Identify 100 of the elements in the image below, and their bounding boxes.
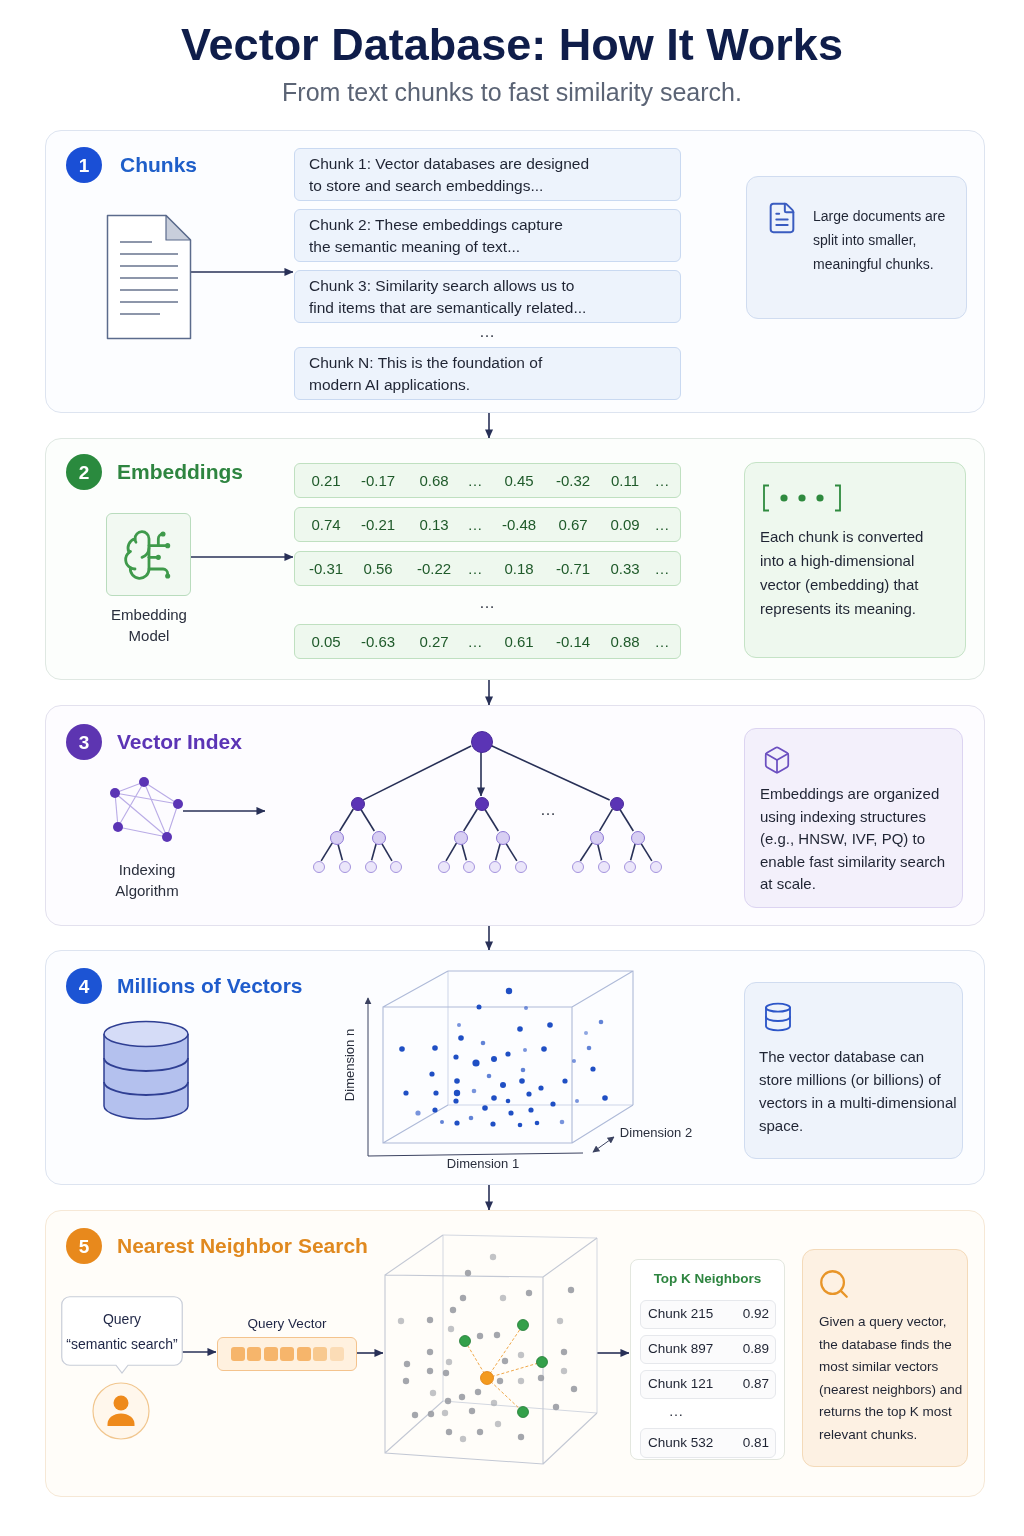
- speech-bubble: [61, 1296, 183, 1374]
- section-panel: [45, 1210, 985, 1497]
- connector-line: [618, 808, 635, 832]
- ellipsis: …: [479, 324, 495, 340]
- vector-value: …: [467, 631, 483, 652]
- vector-value: 0.09: [610, 514, 640, 535]
- result-row: [640, 1428, 776, 1458]
- tree-node: [372, 831, 386, 845]
- section-heading: Vector Index: [117, 729, 242, 755]
- ellipsis: …: [668, 1402, 684, 1418]
- tree-node: [515, 861, 527, 873]
- axis-label: Dimension n: [342, 1028, 356, 1102]
- info-text: Given a query vector, the database finds the most similar vectors (nearest neighbors) and returns the top K most relevant chunks.: [819, 1313, 963, 1444]
- node-label: Indexing Algorithm: [114, 860, 180, 901]
- connector-line: [338, 808, 355, 832]
- tree-node: [475, 797, 489, 811]
- vector-value: …: [467, 470, 483, 491]
- tree-node: [438, 861, 450, 873]
- tree-node: [339, 861, 351, 873]
- node-label: Embedding Model: [110, 605, 188, 646]
- tree-node: [365, 861, 377, 873]
- vector-value: 0.27: [419, 631, 449, 652]
- step-badge: 4: [66, 968, 102, 1004]
- info-text: Each chunk is converted into a high-dimensional vector (embedding) that represents its meaning.: [760, 527, 925, 619]
- chunk-card: Chunk N: This is the foundation of modern AI applications.: [294, 347, 681, 400]
- result-row: [640, 1300, 776, 1329]
- vector-value: 0.05: [311, 631, 341, 652]
- similarity-score: 0.87: [742, 1375, 769, 1394]
- section-heading: Millions of Vectors: [117, 973, 303, 999]
- vector-value: 0.61: [504, 631, 534, 652]
- subtitle: From text chunks to fast similarity search.: [282, 79, 742, 105]
- similarity-score: 0.92: [742, 1305, 769, 1324]
- vector-value: -0.22: [416, 558, 452, 579]
- vector-value: 0.56: [363, 558, 393, 579]
- vector-value: -0.32: [555, 470, 591, 491]
- arrow: [596, 1348, 630, 1358]
- section-panel: [45, 130, 985, 413]
- info-card: [802, 1249, 968, 1467]
- vector-value: -0.31: [308, 558, 344, 579]
- vector-value: …: [467, 514, 483, 535]
- arrow: [189, 552, 294, 562]
- vector-value: -0.63: [360, 631, 396, 652]
- connector-line: [483, 808, 500, 832]
- vector-value: 0.18: [504, 558, 534, 579]
- connector-line: [490, 744, 611, 801]
- connector-line: [579, 842, 593, 862]
- arrow: [484, 925, 494, 951]
- chunk-id: Chunk 215: [648, 1305, 714, 1324]
- ellipsis: …: [479, 595, 495, 611]
- ellipsis: …: [540, 802, 556, 818]
- vector-value: …: [467, 558, 483, 579]
- chunk-card: Chunk 3: Similarity search allows us to find items that are semantically related...: [294, 270, 681, 323]
- axis-label: Dimension 1: [446, 1156, 520, 1170]
- section-heading: Chunks: [120, 152, 197, 178]
- chunk-id: Chunk 532: [648, 1433, 714, 1452]
- connector-line: [362, 745, 472, 801]
- section-heading: Nearest Neighbor Search: [117, 1233, 368, 1259]
- query-text: “semantic search”: [66, 1335, 178, 1354]
- vector-value: 0.21: [311, 470, 341, 491]
- vector-value: -0.48: [501, 514, 537, 535]
- query-label: Query: [102, 1310, 142, 1329]
- vector-value: 0.33: [610, 558, 640, 579]
- similarity-score: 0.89: [742, 1340, 769, 1359]
- vector-value: …: [654, 558, 670, 579]
- connector-line: [380, 842, 393, 862]
- tree-node: [598, 861, 610, 873]
- vector-value: 0.45: [504, 470, 534, 491]
- connector-line: [596, 843, 603, 861]
- connector-line: [639, 842, 653, 862]
- panel-title: Top K Neighbors: [653, 1270, 762, 1288]
- vector-value: 0.74: [311, 514, 341, 535]
- vector-value: 0.68: [419, 470, 449, 491]
- section-panel: [45, 950, 985, 1185]
- arrow: [190, 267, 294, 277]
- vector-value: …: [654, 631, 670, 652]
- connector-line: [629, 842, 636, 861]
- arrow: [476, 751, 486, 797]
- arrow: [484, 679, 494, 706]
- step-badge: 2: [66, 454, 102, 490]
- connector-line: [494, 842, 501, 861]
- vector-value: 0.13: [419, 514, 449, 535]
- chunk-card: Chunk 2: These embeddings capture the semantic meaning of text...: [294, 209, 681, 262]
- vector-value: 0.11: [610, 470, 640, 491]
- vector-row: [294, 463, 681, 498]
- tree-node: [590, 831, 604, 845]
- chunk-card: Chunk 1: Vector databases are designed to store and search embeddings...: [294, 148, 681, 201]
- connector-line: [461, 842, 468, 861]
- vector-value: …: [654, 514, 670, 535]
- section-panel: [45, 705, 985, 926]
- vector-value: -0.17: [360, 470, 396, 491]
- section-panel: [45, 438, 985, 680]
- vector-row: [294, 507, 681, 542]
- step-badge: 1: [66, 147, 102, 183]
- connector-line: [359, 808, 376, 832]
- arrow: [181, 1347, 217, 1357]
- info-card: [744, 982, 963, 1159]
- similarity-score: 0.81: [742, 1433, 769, 1452]
- connector-line: [370, 842, 377, 861]
- vector-label: Query Vector: [247, 1315, 327, 1333]
- tree-node: [351, 797, 365, 811]
